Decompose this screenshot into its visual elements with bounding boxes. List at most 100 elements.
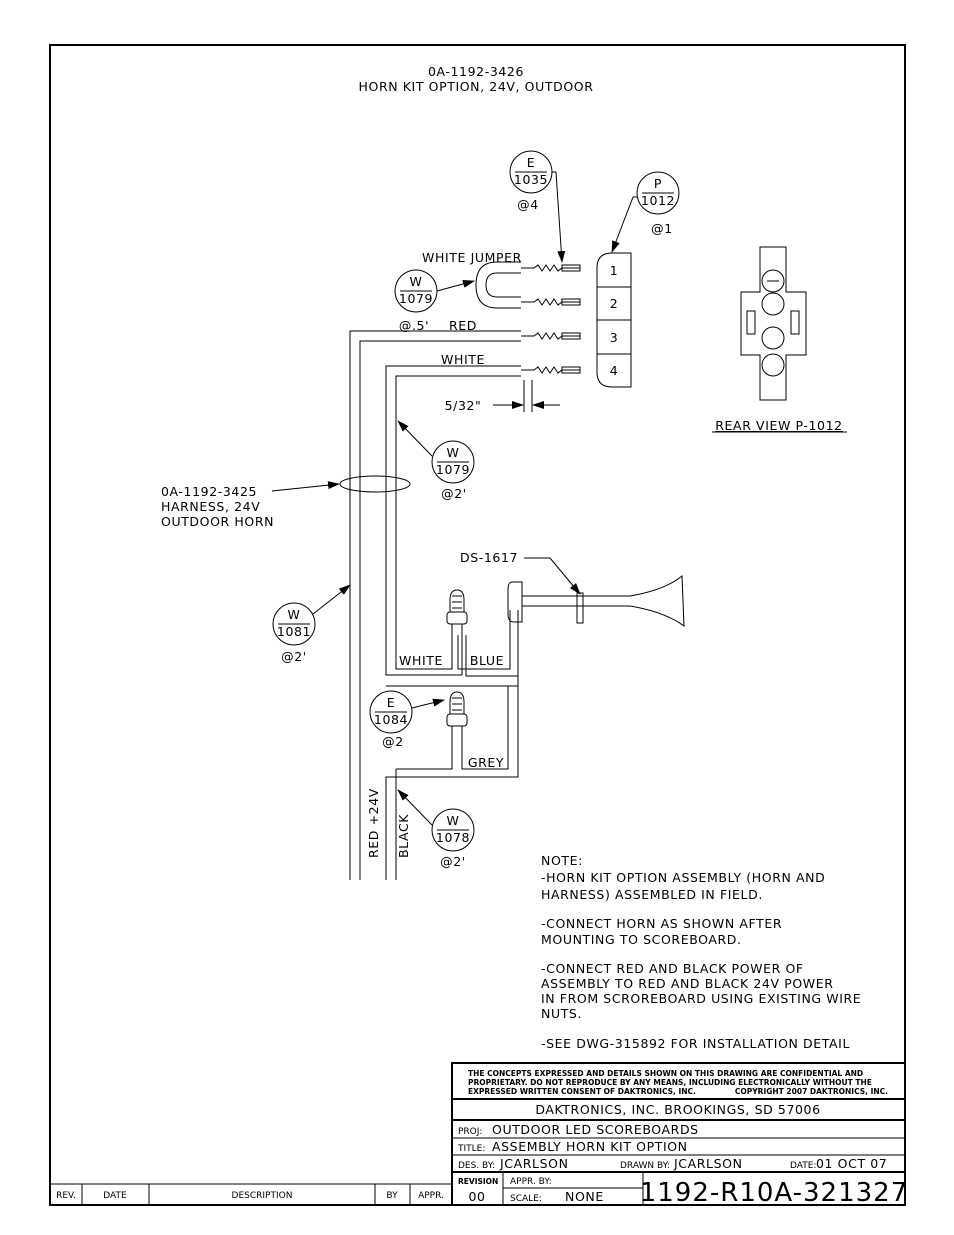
svg-text:-HORN KIT OPTION ASSEMBLY (HOR: -HORN KIT OPTION ASSEMBLY (HORN AND	[541, 870, 825, 885]
grey-wire-outer	[385, 676, 519, 880]
pin-1-label: 1	[610, 263, 619, 278]
dimension-5-32: 5/32"	[445, 380, 560, 413]
callout-e1084: E 1084 @2	[369, 690, 413, 749]
horn-ds1617	[507, 574, 685, 630]
svg-text:@2': @2'	[281, 649, 307, 664]
white-wire-bottom-label: WHITE	[399, 653, 443, 668]
svg-text:W: W	[410, 274, 423, 289]
horn-label: DS-1617	[460, 550, 518, 565]
callout-e1035: E 1035 @4	[509, 150, 553, 212]
svg-text:@4: @4	[517, 197, 539, 212]
svg-text:IN FROM SCROREBOARD USING EXIS: IN FROM SCROREBOARD USING EXISTING WIRE	[541, 991, 861, 1006]
connector-rear-view: REAR VIEW P-1012	[712, 246, 847, 433]
designed-by: JCARLSON	[499, 1156, 569, 1171]
callout-w1078: W 1078 @2'	[431, 808, 475, 869]
white-jumper-wire-inner	[485, 272, 521, 298]
svg-text:HARNESS) ASSEMBLED IN FIELD.: HARNESS) ASSEMBLED IN FIELD.	[541, 887, 763, 902]
svg-text:1084: 1084	[374, 712, 408, 727]
grey-wire-inner	[461, 686, 509, 770]
svg-text:@2: @2	[382, 734, 404, 749]
copyright: COPYRIGHT 2007 DAKTRONICS, INC.	[735, 1087, 888, 1096]
svg-text:DRAWN BY:: DRAWN BY:	[620, 1161, 670, 1171]
drawing-title: HORN KIT OPTION, 24V, OUTDOOR	[359, 79, 594, 94]
pin-4-label: 4	[610, 363, 619, 378]
connector-side-view: 1 2 3 4	[596, 252, 632, 388]
svg-text:ASSEMBLY TO RED AND BLACK 24V: ASSEMBLY TO RED AND BLACK 24V POWER	[541, 976, 834, 991]
red-wire-label: RED	[449, 318, 477, 333]
svg-text:@1: @1	[651, 221, 673, 236]
svg-text:REV.: REV.	[56, 1191, 76, 1201]
callout-w1079-white: W 1079 @2'	[431, 440, 475, 501]
svg-text:PROJ:: PROJ:	[458, 1127, 482, 1137]
notes-block: NOTE: -HORN KIT OPTION ASSEMBLY (HORN AN…	[541, 853, 861, 1051]
svg-text:@.5': @.5'	[399, 318, 429, 333]
svg-text:DATE:: DATE:	[790, 1161, 816, 1171]
svg-text:W: W	[288, 607, 301, 622]
red-24v-label: RED +24V	[366, 788, 381, 858]
drawn-by: JCARLSON	[673, 1156, 743, 1171]
harness-desc-line2: OUTDOOR HORN	[161, 514, 274, 529]
revision-number: 00	[468, 1189, 485, 1204]
project-name: OUTDOOR LED SCOREBOARDS	[492, 1122, 699, 1137]
grey-wire-label: GREY	[468, 755, 504, 770]
svg-text:1035: 1035	[514, 172, 548, 187]
svg-text:@2': @2'	[441, 486, 467, 501]
svg-text:MOUNTING TO SCOREBOARD.: MOUNTING TO SCOREBOARD.	[541, 932, 742, 947]
svg-text:APPR. BY:: APPR. BY:	[510, 1177, 552, 1187]
pin-2-label: 2	[610, 296, 619, 311]
svg-text:TITLE:: TITLE:	[457, 1144, 485, 1154]
blue-wire-label: BLUE	[470, 653, 504, 668]
svg-text:P: P	[654, 176, 662, 191]
white-wire-inner	[395, 375, 521, 670]
svg-text:W: W	[447, 813, 460, 828]
svg-text:DES. BY:: DES. BY:	[458, 1161, 495, 1171]
drawing-border	[49, 44, 906, 1206]
pin-3-label: 3	[610, 330, 619, 345]
svg-text:1081: 1081	[277, 624, 311, 639]
white-jumper-label: WHITE JUMPER	[422, 250, 522, 265]
confidential-line2: PROPRIETARY. DO NOT REPRODUCE BY ANY MEA…	[468, 1078, 872, 1087]
revision-table: REV. DATE DESCRIPTION BY APPR.	[49, 1183, 453, 1206]
svg-text:-CONNECT HORN AS SHOWN AFTER: -CONNECT HORN AS SHOWN AFTER	[541, 916, 782, 931]
svg-text:@2': @2'	[440, 854, 466, 869]
black-wire-label: BLACK	[396, 814, 411, 858]
svg-text:BY: BY	[386, 1191, 398, 1201]
svg-text:-CONNECT RED AND BLACK POWER O: -CONNECT RED AND BLACK POWER OF	[541, 961, 804, 976]
callout-w1079-jumper: W 1079 @.5'	[394, 269, 438, 333]
harness-bundle-ellipse	[339, 475, 411, 493]
blue-wire-outer	[457, 610, 511, 670]
confidential-line3: EXPRESSED WRITTEN CONSENT OF DAKTRONICS,…	[468, 1087, 696, 1096]
drawing-number: 1192-R10A-321327	[640, 1178, 909, 1208]
white-jumper-wire-outer	[475, 261, 521, 309]
svg-text:SCALE:: SCALE:	[510, 1194, 542, 1204]
title-block: THE CONCEPTS EXPRESSED AND DETAILS SHOWN…	[451, 1062, 909, 1208]
svg-text:E: E	[527, 155, 536, 170]
wire-nut-bottom	[446, 691, 468, 738]
svg-text:W: W	[447, 445, 460, 460]
wire-nut-top	[446, 589, 468, 636]
crimp-terminals	[521, 264, 581, 374]
red-wire-inner	[359, 340, 521, 880]
svg-text:1012: 1012	[641, 193, 675, 208]
drawing-part-number: 0A-1192-3426	[428, 64, 524, 79]
company-name: DAKTRONICS, INC. BROOKINGS, SD 57006	[535, 1102, 820, 1117]
svg-text:1079: 1079	[399, 291, 433, 306]
svg-text:DESCRIPTION: DESCRIPTION	[232, 1191, 293, 1201]
drawing-date: 01 OCT 07	[816, 1156, 887, 1171]
blue-wire-inner	[465, 610, 519, 677]
svg-text:DATE: DATE	[103, 1191, 127, 1201]
svg-text:1079: 1079	[436, 462, 470, 477]
white-wire-outer	[385, 365, 521, 676]
red-wire-outer	[349, 330, 521, 880]
svg-text:E: E	[387, 695, 396, 710]
rear-view-label: REAR VIEW P-1012	[715, 418, 842, 433]
svg-text:NOTE:: NOTE:	[541, 853, 583, 868]
svg-text:-SEE DWG-315892 FOR INSTALLATI: -SEE DWG-315892 FOR INSTALLATION DETAIL	[541, 1036, 850, 1051]
callout-p1012: P 1012 @1	[636, 171, 680, 236]
drawing-title-field: ASSEMBLY HORN KIT OPTION	[492, 1139, 688, 1154]
svg-text:APPR.: APPR.	[418, 1191, 444, 1201]
harness-desc-line1: HARNESS, 24V	[161, 499, 260, 514]
svg-text:5/32": 5/32"	[445, 398, 482, 413]
harness-part-number: 0A-1192-3425	[161, 484, 257, 499]
